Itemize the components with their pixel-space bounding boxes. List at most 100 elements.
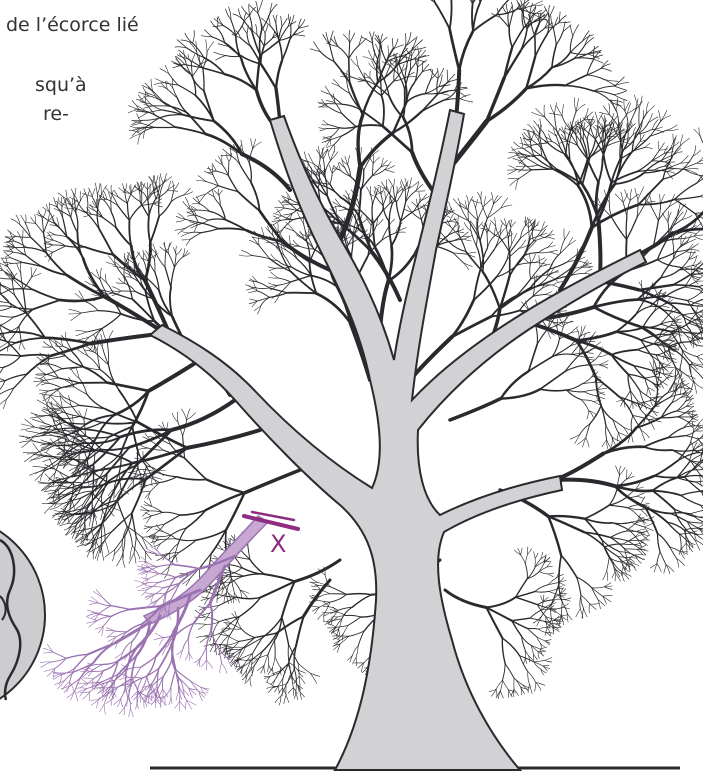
branch-segment [681, 547, 684, 555]
branch-segment [420, 0, 434, 2]
branch-segment [644, 447, 672, 450]
branch-segment [464, 239, 471, 241]
branch-segment [111, 291, 121, 292]
detail-inset [0, 515, 45, 715]
branch-segment [560, 589, 566, 594]
branch-segment [375, 248, 388, 281]
branch-segment [563, 607, 570, 608]
branch-segment [22, 230, 23, 241]
branch-segment [207, 42, 214, 52]
branch-segment [552, 354, 572, 357]
branch-segment [590, 604, 596, 609]
branch-segment [640, 135, 644, 142]
branch-segment [31, 267, 32, 277]
branch-segment [687, 522, 694, 533]
branch-segment [590, 603, 600, 604]
branch-segment [4, 356, 21, 367]
branch-segment [626, 523, 636, 531]
branch-segment [450, 0, 452, 29]
branch-segment [634, 535, 642, 538]
branch-segment [119, 390, 138, 422]
branch-segment [547, 632, 553, 633]
branch-segment [436, 246, 453, 253]
branch-segment [553, 282, 563, 285]
branch-segment [165, 267, 171, 288]
branch-segment [113, 287, 121, 291]
branch-segment [117, 500, 127, 526]
branch-segment [33, 300, 60, 309]
branch-segment [363, 82, 378, 114]
branch-segment [338, 47, 349, 59]
branch-segment [281, 16, 282, 26]
branch-segment [149, 360, 200, 391]
branch-segment [560, 141, 568, 144]
branch-segment [268, 267, 277, 268]
branch-segment [13, 281, 15, 295]
branch-segment [178, 85, 196, 96]
branch-segment [521, 555, 526, 564]
branch-segment [584, 392, 596, 396]
branch-segment [54, 436, 66, 437]
branch-segment [548, 270, 558, 276]
branch-segment [521, 548, 523, 555]
branch-segment [327, 128, 339, 129]
branch-segment [242, 629, 255, 637]
branch-segment [31, 413, 42, 416]
branch-segment [697, 524, 703, 528]
branch-segment [370, 194, 372, 206]
branch-segment [473, 15, 497, 31]
branch-segment [628, 112, 635, 128]
branch-segment [21, 355, 51, 356]
branch-segment [156, 253, 165, 267]
branch-segment [268, 278, 278, 279]
branch-segment [257, 291, 269, 298]
branch-segment [541, 596, 544, 602]
branch-segment [328, 624, 336, 628]
branch-segment [697, 353, 703, 357]
branch-segment [491, 221, 496, 227]
branch-segment [639, 179, 664, 205]
branch-segment [55, 346, 63, 347]
branch-segment [603, 595, 613, 596]
branch-segment [182, 232, 189, 233]
branch-segment [101, 184, 102, 194]
branch-segment [550, 603, 557, 606]
branch-segment [160, 539, 176, 540]
branch-segment [530, 264, 531, 279]
branch-segment [373, 43, 378, 59]
branch-segment [41, 440, 52, 443]
branch-segment [138, 252, 144, 259]
branch-segment [8, 230, 16, 236]
branch-segment [548, 573, 554, 574]
branch-segment [75, 517, 84, 524]
branch-segment [596, 182, 598, 220]
branch-segment [530, 684, 533, 693]
branch-segment [557, 319, 558, 327]
branch-segment [33, 290, 60, 300]
branch-segment [196, 181, 205, 182]
branch-segment [532, 112, 545, 117]
branch-segment [613, 220, 627, 240]
branch-segment [563, 598, 571, 600]
branch-segment [43, 458, 55, 462]
branch-segment [540, 372, 565, 390]
branch-segment [645, 523, 655, 527]
branch-segment [565, 126, 566, 134]
branch-segment [24, 453, 36, 462]
branch-segment [256, 24, 257, 34]
branch-segment [614, 95, 627, 101]
branch-segment [275, 640, 276, 656]
branch-segment [245, 638, 262, 648]
branch-segment [139, 469, 155, 471]
branch-segment [327, 104, 342, 105]
branch-segment [535, 591, 549, 592]
branch-segment [173, 87, 178, 98]
branch-segment [94, 643, 116, 663]
branch-segment [607, 571, 608, 581]
branch-segment [564, 231, 569, 240]
branch-segment [565, 355, 580, 372]
branch-segment [10, 326, 19, 340]
branch-segment [95, 183, 97, 194]
branch-segment [562, 116, 571, 130]
branch-segment [0, 355, 21, 356]
